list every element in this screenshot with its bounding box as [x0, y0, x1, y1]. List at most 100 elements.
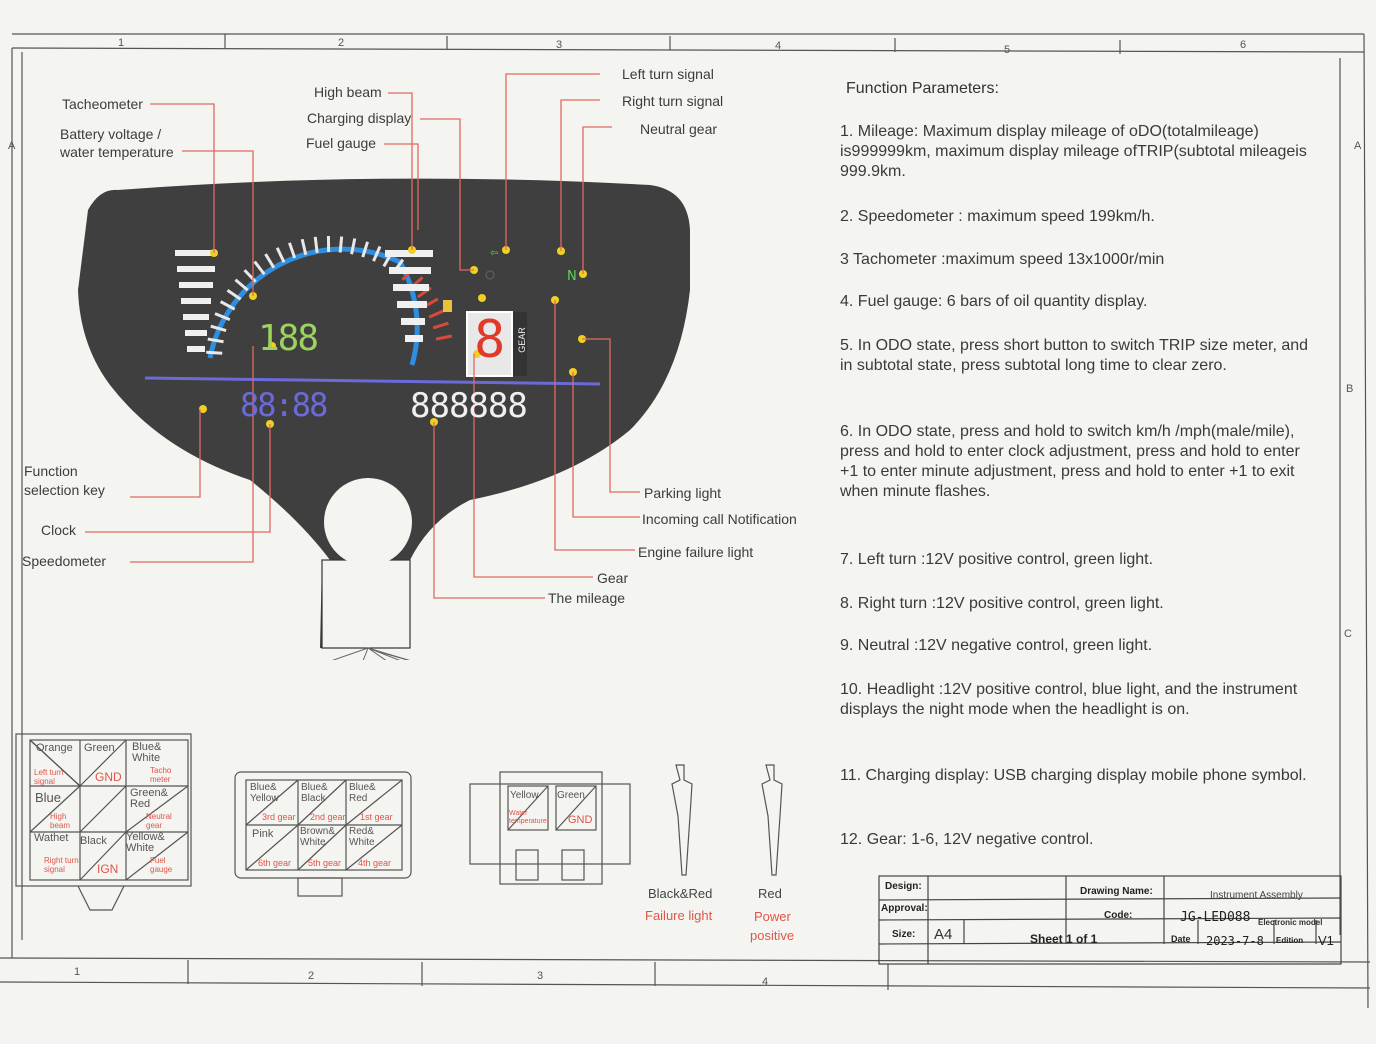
- param-1: 1. Mileage: Maximum display mileage of o…: [840, 123, 1307, 180]
- fuel-bar: [393, 284, 429, 291]
- neutral-icon: N: [567, 269, 577, 284]
- dashboard-mount-plug: [321, 559, 411, 649]
- odometer-readout: 888888: [410, 386, 528, 426]
- label-neutral: Neutral gear: [640, 121, 718, 137]
- param-3: 3 Tachometer :maximum speed 13x1000r/min: [840, 251, 1165, 268]
- label-left-turn: Left turn signal: [622, 66, 714, 82]
- tach-tick: [264, 253, 276, 269]
- label-fuel-gauge: Fuel gauge: [306, 135, 377, 151]
- dashboard-body: [78, 178, 690, 649]
- lcd-divider: [144, 376, 601, 386]
- c1-wire-wathet: Wathet: [34, 832, 69, 844]
- tach-tick: [300, 238, 308, 256]
- battery-bar: [177, 266, 215, 272]
- param-11: 11. Charging display: USB charging displ…: [840, 767, 1307, 784]
- tach-tick: [338, 236, 344, 253]
- gear-label-box: [513, 312, 527, 376]
- c1-wire-green-red: Green& Red: [130, 787, 168, 810]
- battery-bar: [181, 298, 211, 304]
- gear-digit: 8: [474, 310, 506, 370]
- c2-wire-pink: Pink: [252, 828, 274, 840]
- c3-fn-water-temp: Water temperature: [509, 810, 547, 825]
- c3-fn-gnd: GND: [568, 814, 593, 826]
- tb-code-label: Code:: [1104, 910, 1133, 921]
- terminal2-wire: Red: [758, 886, 782, 901]
- param-8: 8. Right turn :12V positive control, gre…: [840, 595, 1164, 612]
- tb-drawing-name-value: Instrument Assembly: [1210, 890, 1303, 901]
- battery-bar: [179, 282, 213, 288]
- tb-edition-label: Edition: [1276, 936, 1304, 945]
- label-parking-light: Parking light: [644, 485, 722, 501]
- tb-code-value: JG-LED088: [1180, 910, 1251, 925]
- fuel-pump-icon: [443, 300, 452, 312]
- tb-size-label: Size:: [892, 929, 916, 940]
- ruler-side-b: B: [1346, 383, 1354, 395]
- ruler-side-c: C: [1344, 628, 1352, 640]
- tach-tick: [210, 324, 227, 332]
- c1-fn-right-turn: Right turn signal: [44, 856, 79, 874]
- c2-wire-blue-yellow: Blue& Yellow: [250, 782, 279, 804]
- fuel-bars: [385, 250, 433, 342]
- label-incoming-call: Incoming call Notification: [642, 511, 797, 527]
- ruler-bottom-3: 3: [537, 970, 544, 982]
- c1-fn-left-turn: Left turn signal: [34, 768, 64, 786]
- ruler-side-a-left: A: [8, 140, 16, 152]
- c1-fn-ign: IGN: [97, 862, 119, 876]
- ruler-bottom-4: 4: [762, 976, 769, 988]
- c1-fn-fuel: Fuel gauge: [150, 856, 173, 874]
- tach-tick: [234, 278, 249, 292]
- battery-bar: [183, 314, 209, 320]
- tach-tick: [219, 300, 236, 311]
- fuel-bar: [401, 318, 425, 325]
- c1-wire-blue: Blue: [35, 790, 62, 805]
- tach-tick: [275, 247, 286, 263]
- title-block-grid: [878, 875, 1342, 965]
- c2-wire-red-white: Red& White: [349, 826, 375, 848]
- param-7: 7. Left turn :12V positive control, gree…: [840, 551, 1154, 568]
- tach-tick: [243, 269, 257, 283]
- ruler-top-2: 2: [338, 37, 345, 49]
- tach-tick: [432, 321, 449, 330]
- dashboard-illustration: ⇦ ⇨ N: [78, 73, 690, 660]
- params-title: Function Parameters:: [846, 80, 999, 97]
- tach-tick: [372, 245, 382, 262]
- label-high-beam: High beam: [314, 84, 382, 100]
- clock-readout: 88:88: [240, 386, 328, 424]
- tach-tick: [207, 337, 224, 344]
- tb-design-label: Design:: [885, 881, 922, 892]
- fuel-bar: [405, 335, 423, 342]
- c3-wire-green: Green: [557, 790, 585, 801]
- terminal2-function-1: Power: [754, 909, 791, 924]
- terminal2-function-2: positive: [750, 928, 795, 943]
- c2-fn-3rd: 3rd gear: [262, 812, 296, 822]
- tach-ticks: [206, 235, 452, 355]
- label-charging-display: Charging display: [307, 110, 412, 126]
- c1-fn-tachometer: Tacho meter: [150, 766, 172, 784]
- tach-tick: [206, 350, 223, 355]
- battery-bar: [175, 250, 217, 256]
- fuel-bar: [389, 267, 431, 274]
- param-2: 2. Speedometer : maximum speed 199km/h.: [840, 208, 1155, 225]
- c2-fn-5th: 5th gear: [308, 858, 342, 868]
- fuel-bar: [397, 301, 427, 308]
- c1-fn-neutral: Neutral gear: [146, 812, 172, 830]
- param-9: 9. Neutral :12V negative control, green …: [840, 637, 1153, 654]
- c2-wire-blue-red: Blue& Red: [349, 782, 376, 804]
- connectors-illustration: [15, 733, 783, 911]
- ruler-top-6: 6: [1240, 39, 1247, 51]
- tach-tick: [214, 312, 231, 322]
- ruler-top-5: 5: [1004, 44, 1011, 56]
- ruler-top-1: 1: [118, 37, 125, 49]
- wire-bundle: [332, 647, 410, 660]
- c3-wire-yellow: Yellow: [510, 790, 539, 801]
- param-4: 4. Fuel gauge: 6 bars of oil quantity di…: [840, 293, 1148, 310]
- ruler-bottom-1: 1: [74, 966, 81, 978]
- ruler-top-3: 3: [556, 39, 563, 51]
- tb-date-label: Date: [1171, 934, 1191, 944]
- c2-fn-4th: 4th gear: [358, 858, 392, 868]
- label-mileage: The mileage: [548, 590, 626, 606]
- tach-tick: [226, 289, 242, 301]
- label-tachometer: Tacheometer: [62, 96, 143, 112]
